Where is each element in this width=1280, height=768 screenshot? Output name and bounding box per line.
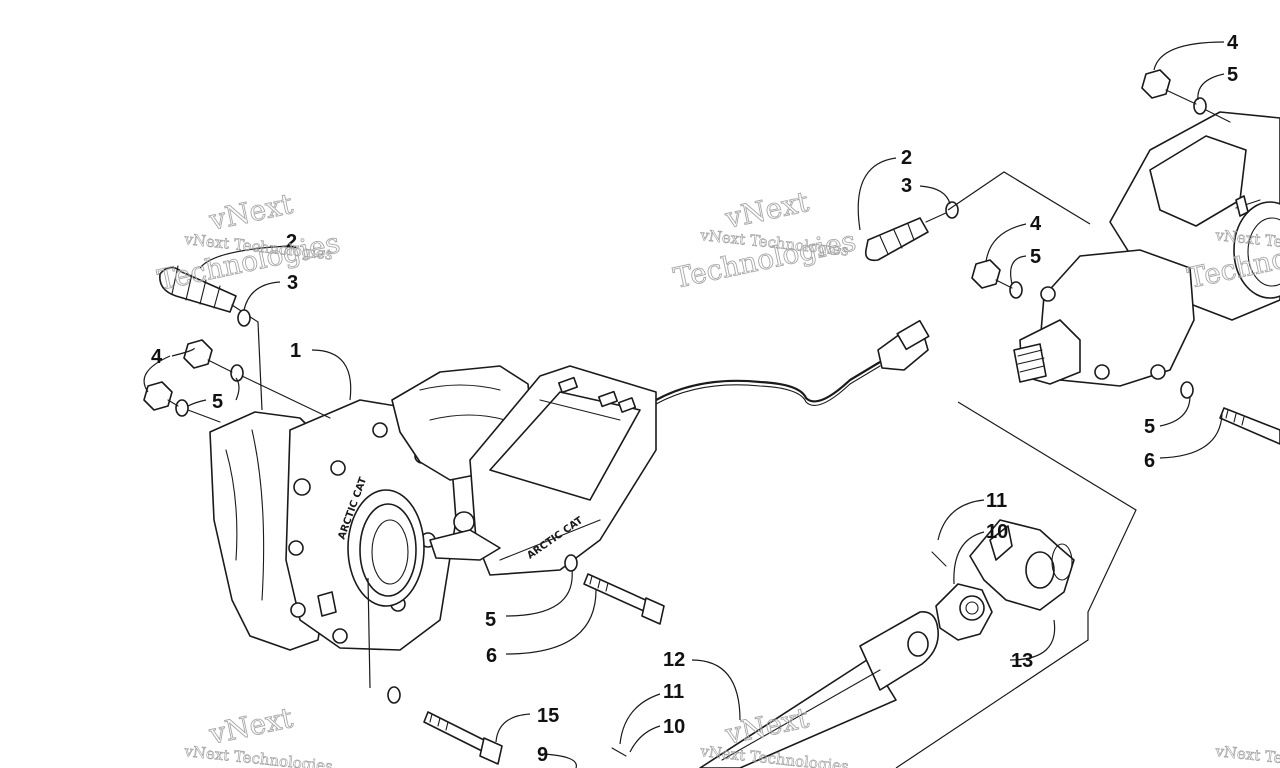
nuts-washers-left [143, 339, 331, 423]
callout-3-left: 3 [287, 272, 298, 294]
watermark-overlay: vNext [206, 701, 297, 751]
callout-2-left: 2 [286, 231, 297, 253]
watermark-line1: vNext Technologies [1214, 742, 1280, 768]
callout-4-right-top: 4 [1227, 32, 1239, 54]
nuts-washers-right [971, 69, 1280, 445]
front-gearcase: ARCTIC CAT ARCTIC CAT [209, 365, 657, 651]
watermark-overlay: vNext [722, 185, 813, 235]
vent-hose-right [864, 201, 959, 262]
callout-1: 1 [290, 340, 301, 362]
leader-lines [143, 41, 1225, 768]
callout-2-right: 2 [901, 147, 912, 169]
bolt-6-left [564, 554, 665, 625]
callout-3-right: 3 [901, 175, 912, 197]
callout-numbers: 2 3 1 4 5 5 6 15 9 12 11 10 11 10 13 2 3… [151, 32, 1239, 766]
callout-13: 13 [1011, 650, 1033, 672]
callout-10-top: 10 [986, 521, 1008, 543]
watermark-line1: vNext Technologies [183, 742, 334, 768]
bolt-15 [387, 686, 503, 765]
callout-4-right-mid: 4 [1030, 213, 1042, 235]
callout-10-bottom: 10 [663, 716, 685, 738]
callout-5-left-bottom: 5 [485, 609, 496, 631]
callout-6-left: 6 [486, 645, 497, 667]
callout-4-left: 4 [151, 346, 163, 368]
callout-6-right: 6 [1144, 450, 1155, 472]
callout-5-right-bottom: 5 [1144, 416, 1155, 438]
vent-hose-left [159, 265, 259, 327]
callout-5-right-mid: 5 [1030, 246, 1041, 268]
wire-harness [655, 319, 930, 406]
rear-differential [1013, 111, 1280, 387]
callout-12: 12 [663, 649, 685, 671]
callout-5-left-top: 5 [212, 391, 223, 413]
callout-9: 9 [537, 744, 548, 766]
callout-15: 15 [537, 705, 559, 727]
callout-11-bottom: 11 [663, 681, 684, 703]
callout-11-top: 11 [986, 490, 1007, 512]
prop-shaft [611, 519, 1075, 768]
callout-5-right-top: 5 [1227, 64, 1238, 86]
watermark-overlay: vNext [206, 187, 297, 237]
